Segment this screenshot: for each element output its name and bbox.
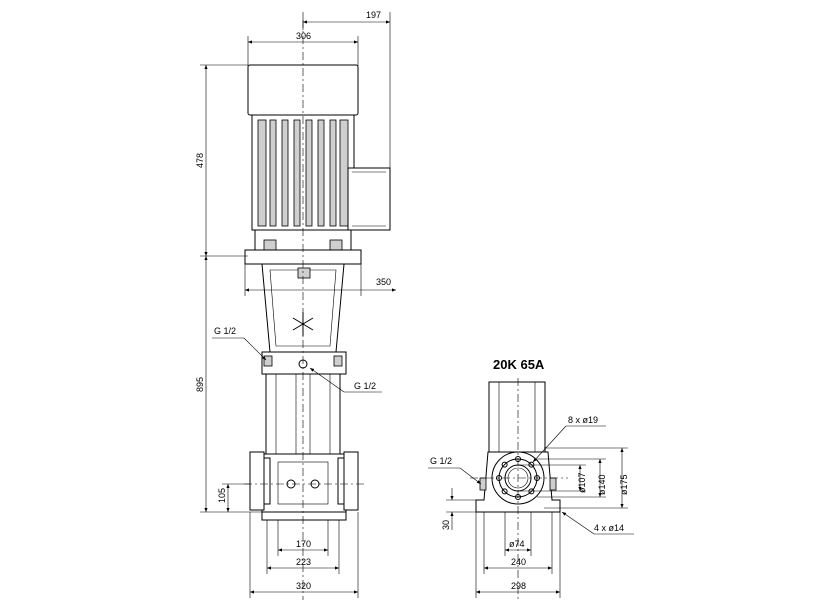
drain-plug-right: [549, 477, 557, 491]
dim-478: 478: [195, 153, 205, 168]
dim-105: 105: [217, 488, 227, 503]
dim-d107: ø107: [577, 472, 587, 493]
dim-30: 30: [441, 520, 451, 530]
dim-170: 170: [296, 539, 311, 549]
foot-plate: [261, 511, 347, 521]
dim-320: 320: [296, 581, 311, 591]
side-dimensions: ø107 ø140 ø175 8 x ø19 G 1/2 30 4 x ø14 …: [428, 415, 634, 598]
dim-306: 306: [296, 31, 311, 41]
motor-ribs: [257, 119, 349, 227]
side-stack: [488, 381, 546, 453]
model-title: 20K 65A: [493, 357, 545, 372]
callout-vent-left: G 1/2: [214, 326, 236, 336]
dim-d175: ø175: [619, 474, 629, 495]
dim-350: 350: [376, 277, 391, 287]
dim-895: 895: [195, 377, 205, 392]
dim-223: 223: [296, 557, 311, 567]
dim-d140: ø140: [597, 474, 607, 495]
dim-197: 197: [366, 10, 381, 20]
callout-vent-right: G 1/2: [354, 381, 376, 391]
callout-drain: G 1/2: [430, 456, 452, 466]
dim-298: 298: [511, 581, 526, 591]
dim-bolts: 8 x ø19: [568, 415, 598, 425]
dim-holes: 4 x ø14: [594, 523, 624, 533]
outlet-flange: [343, 451, 359, 511]
dim-d74: ø74: [509, 539, 525, 549]
pump-base: [261, 453, 347, 513]
dim-240: 240: [511, 557, 526, 567]
terminal-box: [347, 167, 391, 231]
front-view: [244, 20, 391, 600]
pump-head: [261, 351, 347, 375]
inlet-flange: [249, 451, 265, 511]
front-dimensions: 197 306 478 350 895 105 170 223: [195, 10, 396, 598]
